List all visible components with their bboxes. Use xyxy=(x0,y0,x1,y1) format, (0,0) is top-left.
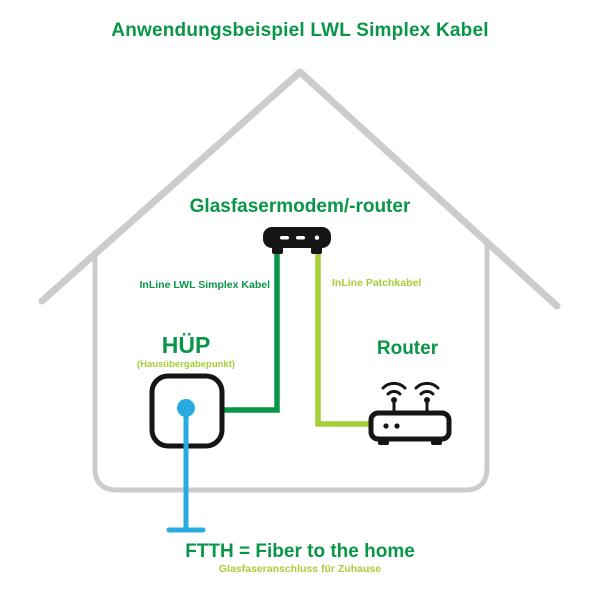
page-title: Anwendungsbeispiel LWL Simplex Kabel xyxy=(111,20,489,41)
fiber-dot-icon xyxy=(177,399,195,417)
huep-sublabel: (Hausübergabepunkt) xyxy=(136,359,236,370)
modem-icon xyxy=(263,227,331,254)
house-walls-icon xyxy=(92,242,490,493)
simplex-cable-label: InLine LWL Simplex Kabel xyxy=(139,279,271,291)
ftth-label: FTTH = Fiber to the home xyxy=(185,541,415,562)
wifi-router-icon xyxy=(368,381,452,445)
house-roof-icon xyxy=(38,68,561,310)
modem-label: Glasfasermodem/-router xyxy=(189,196,411,217)
simplex-cable-line xyxy=(221,244,280,413)
patch-cable-line xyxy=(315,244,372,427)
ftth-sublabel: Glasfaseranschluss für Zuhause xyxy=(218,563,382,575)
patch-cable-label: InLine Patchkabel xyxy=(332,277,422,289)
router-label: Router xyxy=(376,338,439,359)
huep-label: HÜP xyxy=(161,332,211,358)
